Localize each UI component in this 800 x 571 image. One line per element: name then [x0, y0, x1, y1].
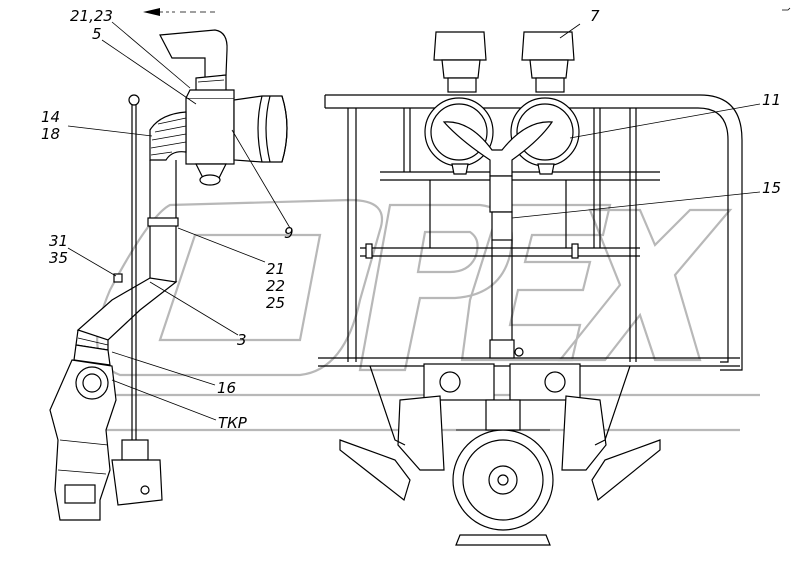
callout-7: 7 — [590, 7, 600, 25]
callout-9: 9 — [284, 224, 294, 242]
callout-31: 31 — [49, 232, 68, 250]
callout-25: 25 — [266, 294, 285, 312]
callout-22: 22 — [266, 277, 285, 295]
engine-front-view — [339, 363, 661, 546]
callout-3: 3 — [237, 331, 247, 349]
callout-11: 11 — [762, 91, 781, 109]
callout-14: 14 — [41, 108, 60, 126]
callout-35: 35 — [49, 249, 68, 267]
frame-and-filters-front-view — [318, 31, 743, 371]
callout-21-23: 21,23 — [70, 7, 113, 25]
callout-16: 16 — [217, 379, 236, 397]
direction-arrow — [143, 7, 791, 16]
callout-labels: 21,23 5 14 18 31 35 7 11 15 9 21 22 25 3… — [41, 7, 781, 432]
air-filter-side-view — [49, 29, 288, 521]
callout-5: 5 — [92, 25, 102, 43]
callout-18: 18 — [41, 125, 60, 143]
callout-tkr: ТКР — [218, 414, 248, 432]
leader-lines — [67, 21, 761, 421]
callout-15: 15 — [762, 179, 781, 197]
callout-21: 21 — [266, 260, 285, 278]
